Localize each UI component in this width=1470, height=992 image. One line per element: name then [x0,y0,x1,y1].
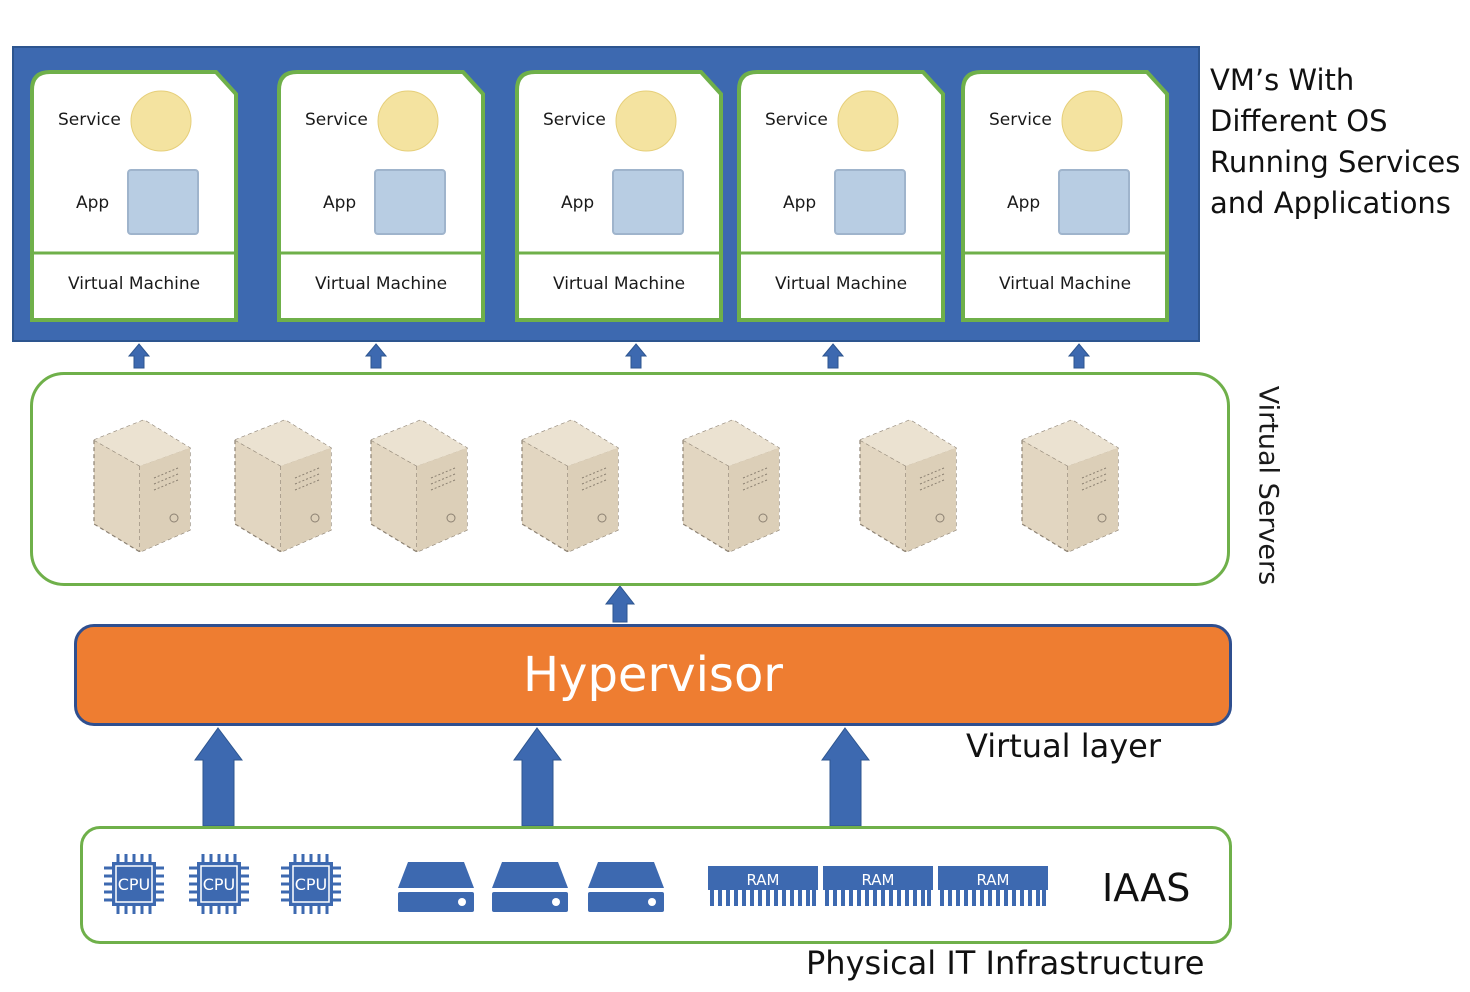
vm-card-shape [961,70,1169,322]
service-circle-icon [377,90,439,152]
ram-module-icon: RAM [823,866,933,906]
vm-caption-line: VM’s With [1210,63,1355,97]
app-square-icon [127,169,199,235]
up-arrow-icon [604,585,636,623]
server-tower-icon [93,419,191,553]
virtual-servers-label: Virtual Servers [1252,385,1284,586]
virtual-machine-card: Service App Virtual Machine [277,70,485,324]
vm-machine-label: Virtual Machine [552,274,686,294]
vm-caption-line: and Applications [1210,186,1451,220]
vm-app-label: App [561,193,595,213]
up-arrow-icon [624,343,648,369]
app-square-icon [374,169,446,235]
server-tower-icon [521,419,619,553]
vm-machine-label: Virtual Machine [314,274,448,294]
virtual-servers-group [93,419,1119,553]
ram-module-icon: RAM [708,866,818,906]
hard-disk-icon [398,862,474,912]
iaas-label: IAAS [1102,866,1191,910]
hypervisor-label: Hypervisor [522,647,784,703]
vm-app-label: App [1007,193,1041,213]
vm-service-label: Service [305,110,368,130]
vm-app-label: App [76,193,110,213]
infrastructure-resources: CPU CPU CPU RAM RAM RAM [102,852,1048,916]
vm-card-shape [737,70,945,322]
server-tower-icon [370,419,468,553]
vm-service-label: Service [989,110,1052,130]
ram-module-icon: RAM [938,866,1048,906]
up-arrow-icon [127,343,151,369]
service-circle-icon [615,90,677,152]
hard-disk-icon [492,862,568,912]
vm-service-label: Service [543,110,606,130]
vm-service-label: Service [58,110,121,130]
infrastructure-caption: Physical IT Infrastructure [806,944,1205,982]
vm-machine-label: Virtual Machine [998,274,1132,294]
cpu-label: CPU [203,875,236,894]
hard-disk-icon [588,862,664,912]
server-tower-icon [682,419,780,553]
vm-app-label: App [783,193,817,213]
app-square-icon [1058,169,1130,235]
virtual-machine-card: Service App Virtual Machine [30,70,238,324]
vm-card-shape [277,70,485,322]
up-arrow-icon [821,727,870,827]
virtual-layer-label: Virtual layer [966,727,1162,765]
app-square-icon [834,169,906,235]
app-square-icon [612,169,684,235]
vm-layer-caption: VM’s With Different OS Running Services … [1210,60,1460,224]
ram-label: RAM [861,871,894,889]
service-circle-icon [130,90,192,152]
cpu-chip-icon: CPU [102,852,166,916]
virtual-machine-card: Service App Virtual Machine [515,70,723,324]
vm-caption-line: Different OS [1210,104,1388,138]
vm-service-label: Service [765,110,828,130]
cpu-chip-icon: CPU [279,852,343,916]
vm-card-shape [30,70,238,322]
vm-machine-label: Virtual Machine [774,274,908,294]
service-circle-icon [1061,90,1123,152]
ram-label: RAM [746,871,779,889]
virtual-machine-card: Service App Virtual Machine [961,70,1169,324]
vm-machine-label: Virtual Machine [67,274,201,294]
up-arrow-icon [513,727,562,827]
cpu-chip-icon: CPU [187,852,251,916]
server-tower-icon [859,419,957,553]
up-arrow-icon [364,343,388,369]
vm-app-label: App [323,193,357,213]
up-arrow-icon [821,343,845,369]
vm-card-shape [515,70,723,322]
ram-label: RAM [976,871,1009,889]
service-circle-icon [837,90,899,152]
vm-caption-line: Running Services [1210,145,1461,179]
server-tower-icon [1021,419,1119,553]
hypervisor-bar: Hypervisor [74,624,1232,726]
server-tower-icon [234,419,332,553]
up-arrow-icon [1067,343,1091,369]
up-arrow-icon [194,727,243,827]
cpu-label: CPU [295,875,328,894]
virtual-machine-card: Service App Virtual Machine [737,70,945,324]
cpu-label: CPU [118,875,151,894]
